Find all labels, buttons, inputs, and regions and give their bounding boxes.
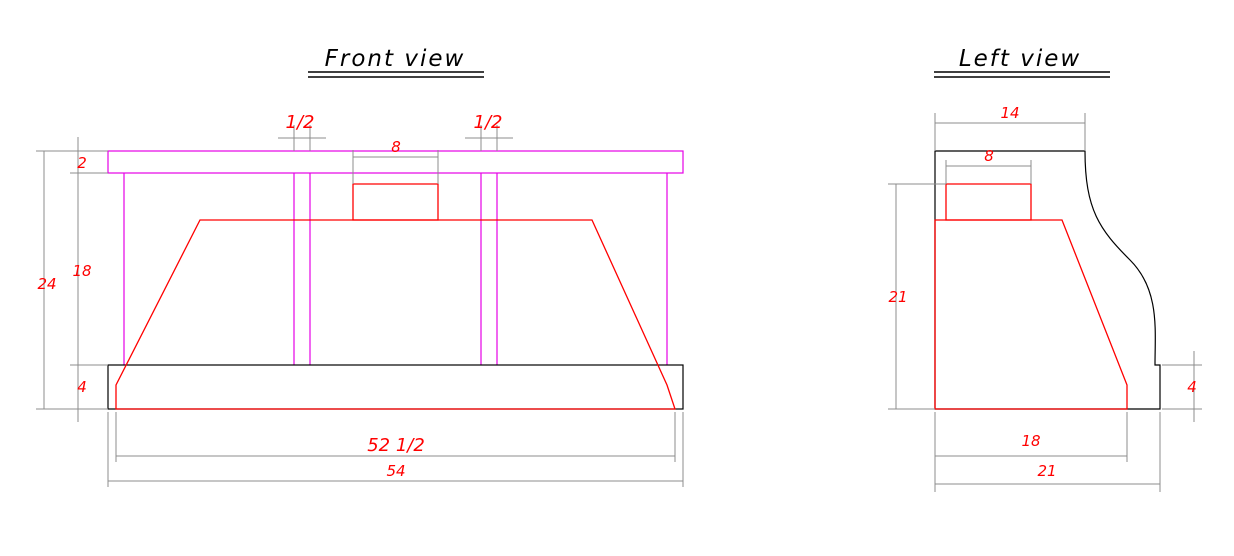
front-dim-total-height: 24 — [37, 275, 56, 293]
front-base — [107, 364, 684, 410]
left-dim-8-lines — [945, 160, 1032, 184]
front-dim-half-left: 1/2 — [286, 112, 315, 133]
front-dim-inner-width: 52 1/2 — [367, 435, 425, 456]
left-dim-inner-depth: 18 — [1021, 432, 1040, 450]
left-view-title: Left view — [959, 46, 1081, 72]
left-view: Left view 14 8 21 — [888, 46, 1202, 492]
left-dim-top-box: 8 — [984, 147, 994, 165]
front-view-title: Front view — [325, 46, 466, 72]
front-hood — [115, 219, 676, 410]
left-bottom-dim-lines — [934, 412, 1161, 492]
front-bottom-dim-lines — [107, 412, 684, 487]
left-top-box — [945, 183, 1032, 221]
front-dim-8-lines — [352, 150, 439, 184]
left-dim-total-depth: 21 — [1037, 462, 1056, 480]
left-outline — [934, 150, 1161, 410]
front-view: Front view 1/2 1/2 — [36, 46, 684, 487]
front-dim-total-width: 54 — [386, 462, 405, 480]
left-hood — [934, 219, 1128, 410]
front-dim-top-box: 8 — [391, 138, 401, 156]
front-half-dims — [278, 125, 513, 151]
left-dim-hood-height: 21 — [888, 288, 907, 306]
left-dim-14-lines — [934, 113, 1086, 151]
left-dim-base-height: 4 — [1187, 378, 1197, 396]
front-top-box — [352, 183, 439, 221]
front-left-dim-lines — [36, 137, 108, 422]
front-dim-top-rail: 2 — [77, 154, 87, 172]
front-frame — [107, 150, 684, 365]
front-dim-frame-height: 18 — [72, 262, 91, 280]
left-dim-21v-lines — [888, 183, 946, 410]
front-dim-half-right: 1/2 — [474, 112, 503, 133]
left-dim-4-lines — [1162, 351, 1202, 422]
front-dim-base-height: 4 — [77, 378, 87, 396]
left-dim-top-depth: 14 — [1000, 104, 1019, 122]
